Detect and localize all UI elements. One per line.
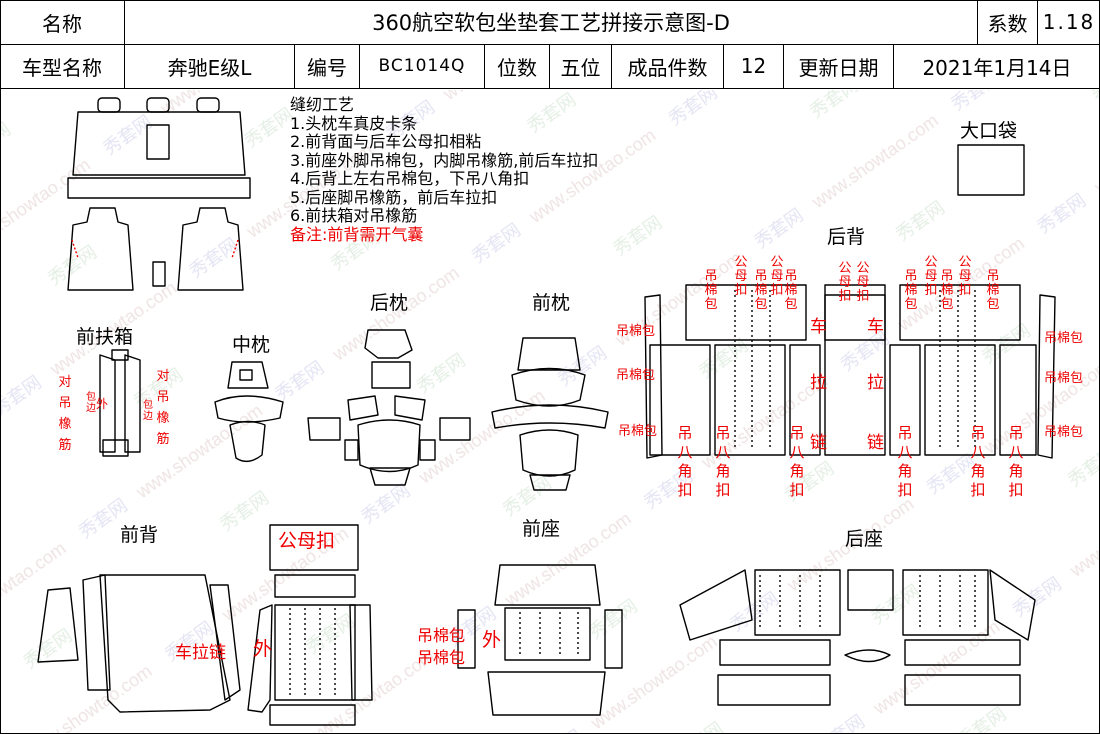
rear-back-sew-r: 车	[867, 317, 884, 337]
note-item: 2.前背面与后车公母扣相粘	[290, 132, 482, 151]
date-value: 2021年1月14日	[922, 55, 1072, 80]
code-value: BC1014Q	[360, 44, 485, 88]
header-row-2: 车型名称 奔驰E级L 编号 BC1014Q 位数 五位 成品件数 12 更新日期…	[0, 44, 1100, 89]
diagram-title: 360航空软包坐垫套工艺拼接示意图-D	[125, 0, 978, 44]
front-seat-padding-2: 吊棉包	[417, 648, 466, 667]
rear-back-pull-l: 拉	[810, 373, 827, 393]
front-seat-padding-1: 吊棉包	[417, 626, 466, 645]
model-value: 奔驰E级L	[125, 44, 295, 88]
model-label: 车型名称	[0, 44, 125, 88]
name-label: 名称	[0, 0, 125, 44]
rear-back-octagon-2: 吊八角扣	[715, 424, 731, 499]
rear-back-octagon-3: 吊八角扣	[789, 424, 805, 499]
rear-seat-pieces	[679, 569, 1036, 706]
rear-back-top-padding-4: 吊棉包	[904, 269, 918, 312]
rear-back-snap-2: 公母扣	[770, 255, 784, 298]
rear-back-sew-l: 车	[810, 317, 827, 337]
rear-back-snap-4: 公母扣	[856, 261, 870, 304]
label-front-back: 前背	[120, 524, 159, 546]
rear-back-padding-l3: 吊棉包	[618, 424, 658, 439]
rear-back-octagon-1: 吊八角扣	[677, 424, 693, 499]
note-item: 3.前座外脚吊棉包，内脚吊橡筋,前后车拉扣	[290, 150, 599, 170]
rear-back-top-padding-1: 吊棉包	[704, 269, 718, 312]
pieces-label: 成品件数	[612, 44, 724, 88]
rear-back-padding-r3: 吊棉包	[1044, 425, 1084, 440]
rear-back-snap-1: 公母扣	[734, 255, 748, 298]
rear-back-pull-r: 拉	[867, 373, 884, 393]
front-back-zipper: 车拉链	[175, 643, 226, 663]
date-label: 更新日期	[784, 44, 894, 88]
armrest-elastic-left: 对吊橡筋	[58, 375, 72, 453]
rear-back-top-padding-5: 吊棉包	[940, 269, 954, 312]
label-rear-pillow: 后枕	[370, 292, 409, 314]
label-rear-seat: 后座	[845, 528, 884, 550]
code-label: 编号	[295, 44, 360, 88]
rear-back-padding-r2: 吊棉包	[1044, 371, 1084, 386]
front-back-pieces	[37, 524, 373, 726]
header-row-1: 名称 360航空软包坐垫套工艺拼接示意图-D 系数 1.18	[0, 0, 1100, 45]
front-back-snap: 公母扣	[278, 530, 336, 552]
label-big-pocket: 大口袋	[960, 120, 1018, 142]
rear-back-top-padding-3: 吊棉包	[784, 269, 798, 312]
rear-back-pieces	[644, 284, 1056, 459]
front-seat-thumbnails	[67, 207, 244, 291]
rear-seat-thumbnail	[67, 97, 251, 199]
sewing-notes: 缝纫工艺 1.头枕车真皮卡条 2.前背面与后车公母扣相粘 3.前座外脚吊棉包，内…	[290, 95, 599, 244]
rear-back-octagon-4: 吊八角扣	[897, 424, 913, 499]
rear-back-zip-r: 链	[867, 433, 884, 453]
front-pillow-pieces	[491, 337, 609, 491]
rear-back-snap-3: 公母扣	[838, 261, 852, 304]
rear-back-snap-6: 公母扣	[958, 255, 972, 298]
note-item: 5.后座脚吊橡筋，前后车拉扣	[290, 187, 498, 207]
note-item: 4.后背上左右吊棉包，下吊八角扣	[290, 169, 530, 188]
seats-label: 位数	[485, 44, 550, 88]
front-seat-outer: 外	[482, 629, 502, 651]
rear-back-padding-r1: 吊棉包	[1044, 331, 1084, 346]
rear-back-snap-5: 公母扣	[924, 255, 938, 298]
front-seat-pieces	[457, 564, 623, 716]
rear-back-padding-l2: 吊棉包	[616, 368, 656, 383]
rear-back-octagon-6: 吊八角扣	[1008, 424, 1024, 499]
label-front-pillow: 前枕	[532, 292, 571, 314]
pieces-value: 12	[724, 44, 784, 88]
rear-back-zip-l: 链	[810, 433, 827, 453]
note-item: 1.头枕车真皮卡条	[290, 113, 418, 133]
front-armrest-pieces	[99, 349, 141, 457]
armrest-binding-right: 包边	[143, 400, 153, 422]
rear-back-octagon-5: 吊八角扣	[970, 424, 986, 499]
rear-back-padding-l1: 吊棉包	[616, 324, 656, 339]
note-item: 6.前扶箱对吊橡筋	[290, 206, 418, 225]
seats-value: 五位	[550, 44, 612, 88]
header-table: 名称 360航空软包坐垫套工艺拼接示意图-D 系数 1.18 车型名称 奔驰E级…	[0, 0, 1100, 89]
rear-pillow-pieces	[307, 329, 471, 486]
middle-pillow-pieces	[214, 361, 284, 463]
front-back-outer: 外	[253, 638, 273, 660]
label-rear-back: 后背	[827, 226, 866, 248]
label-front-seat: 前座	[522, 518, 561, 540]
notes-remark: 备注:前背需开气囊	[290, 224, 424, 244]
coef-label: 系数	[978, 0, 1038, 44]
label-front-armrest: 前扶箱	[76, 326, 134, 348]
label-middle-pillow: 中枕	[232, 334, 271, 356]
rear-back-top-padding-2: 吊棉包	[754, 269, 768, 312]
notes-title: 缝纫工艺	[290, 95, 355, 114]
big-pocket-piece	[957, 144, 1025, 196]
armrest-elastic-right: 对吊橡筋	[156, 369, 170, 447]
rear-back-top-padding-6: 吊棉包	[986, 269, 1000, 312]
armrest-binding-left: 包边	[86, 392, 96, 414]
coef-value: 1.18	[1042, 10, 1096, 34]
armrest-outer: 外	[95, 397, 108, 411]
